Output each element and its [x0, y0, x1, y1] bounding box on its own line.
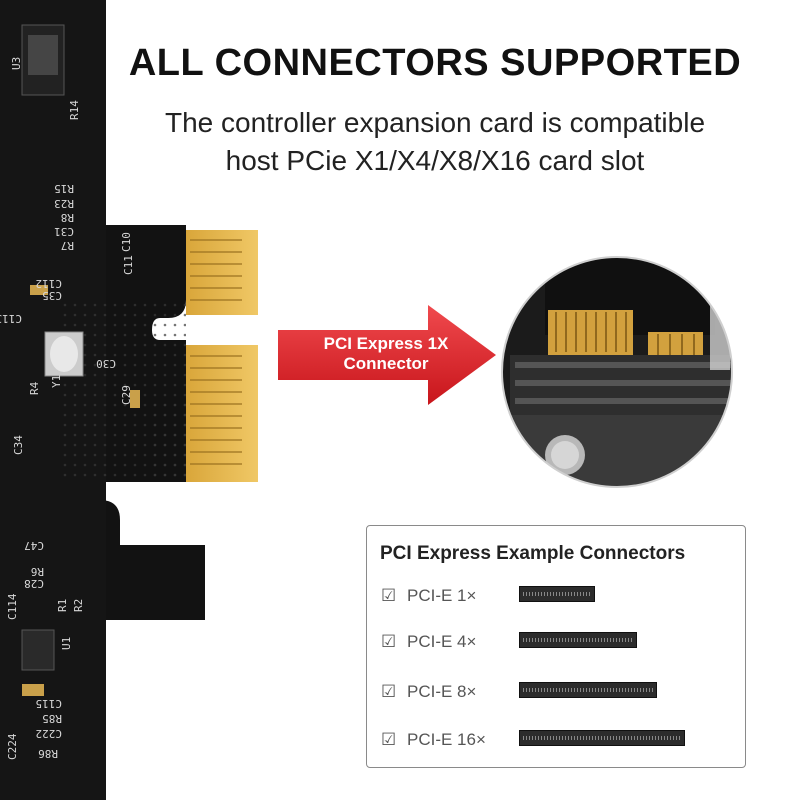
pcb-marking-label: Y1 — [50, 374, 63, 388]
pcb-marking-label: C28 — [24, 577, 44, 590]
subline: The controller expansion card is compati… — [105, 104, 765, 180]
slot-label: PCI-E 8× — [407, 682, 477, 701]
slot-x1-graphic — [519, 586, 595, 602]
pcb-card — [0, 0, 205, 800]
pcb-marking-label: R1 — [56, 598, 69, 612]
pcb-marking-label: U3 — [10, 56, 23, 70]
pcb-marking-label: R14 — [68, 100, 81, 120]
example-connectors-box: PCI Express Example Connectors ☑ PCI-E 1… — [366, 525, 746, 768]
slot-x8-graphic — [519, 682, 657, 698]
pcb-marking-label: C47 — [24, 539, 44, 552]
slot-row-x4: ☑ PCI-E 4× — [381, 628, 731, 658]
slot-label: PCI-E 4× — [407, 632, 477, 651]
checkbox-icon: ☑ — [381, 730, 397, 750]
pcb-marking-label: C113 — [0, 312, 22, 325]
pcb-marking-label: C30 — [96, 357, 116, 370]
pcb-marking-label: C222 — [35, 727, 63, 740]
slot-row-x1: ☑ PCI-E 1× — [381, 582, 731, 612]
pcb-marking-label: C115 — [35, 697, 63, 710]
checkbox-icon: ☑ — [381, 586, 397, 606]
pcb-marking-label: R7 — [60, 239, 74, 252]
pcb-marking-label: C10 — [120, 232, 133, 252]
example-box-title: PCI Express Example Connectors — [380, 543, 686, 564]
checkbox-icon: ☑ — [381, 682, 397, 702]
pcb-marking-label: C11 — [122, 255, 135, 275]
pcb-marking-label: R4 — [28, 381, 41, 395]
gold-fingers — [186, 230, 258, 482]
pcb-marking-label: R15 — [54, 182, 74, 195]
headline: ALL CONNECTORS SUPPORTED — [128, 42, 742, 84]
checkbox-icon: ☑ — [381, 632, 397, 652]
slot-row-x16: ☑ PCI-E 16× — [381, 726, 731, 756]
slot-label: PCI-E 16× — [407, 730, 486, 749]
pcb-marking-label: C35 — [42, 289, 62, 302]
slot-x16-graphic — [519, 730, 685, 746]
pcb-marking-label: C114 — [6, 593, 19, 621]
slot-row-x8: ☑ PCI-E 8× — [381, 678, 731, 708]
motherboard-photo — [502, 257, 732, 487]
subline-line-1: The controller expansion card is compati… — [164, 107, 706, 138]
arrow-label: PCI Express 1X Connector — [296, 334, 476, 374]
pcb-marking-label: R23 — [54, 197, 74, 210]
pcb-marking-label: C31 — [54, 225, 74, 238]
pcb-marking-label: R86 — [38, 747, 58, 760]
pcb-marking-label: C29 — [120, 385, 133, 405]
arrow-label-line-2: Connector — [343, 354, 429, 373]
arrow-shape — [278, 305, 496, 405]
pcb-marking-label: R8 — [60, 211, 74, 224]
slot-label: PCI-E 1× — [407, 586, 477, 605]
pcb-marking-label: R85 — [42, 712, 62, 725]
subline-line-2: host PCie X1/X4/X8/X16 card slot — [225, 145, 645, 176]
pcb-marking-label: U1 — [60, 636, 73, 650]
arrow-label-line-1: PCI Express 1X — [323, 334, 449, 353]
pcb-marking-label: C34 — [12, 435, 25, 455]
pcb-marking-label: R2 — [72, 598, 85, 612]
pcb-marking-label: C224 — [6, 733, 19, 761]
slot-x4-graphic — [519, 632, 637, 648]
